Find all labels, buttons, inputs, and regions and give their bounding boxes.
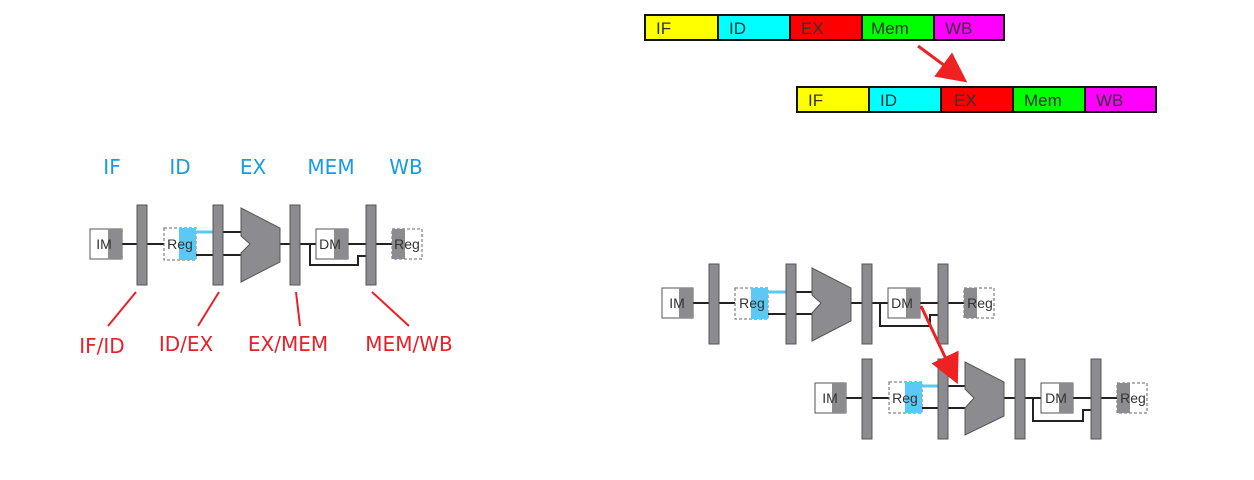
svg-text:DM: DM	[891, 295, 913, 311]
register-file: Reg	[163, 227, 213, 261]
svg-text:Reg: Reg	[394, 236, 420, 252]
register-file: Reg	[734, 287, 786, 320]
instruction-memory: IM	[89, 228, 123, 260]
svg-text:WB: WB	[1096, 91, 1123, 110]
data-memory: DM	[887, 287, 921, 319]
register-file-writeback: Reg	[391, 228, 423, 260]
pipeline-register-if-id	[708, 263, 720, 345]
svg-text:IM: IM	[822, 390, 838, 406]
svg-text:ID: ID	[729, 19, 746, 38]
svg-text:IM: IM	[96, 236, 112, 252]
svg-text:Reg: Reg	[739, 295, 765, 311]
timing-row-1: IF ID EX Mem WB	[644, 14, 1005, 41]
svg-text:EX: EX	[801, 19, 824, 38]
alu	[964, 361, 1005, 436]
svg-text:Reg: Reg	[892, 390, 918, 406]
timing-cell-wb	[1084, 86, 1157, 113]
svg-text:Mem: Mem	[871, 19, 909, 38]
datapath-forwarding-arrow	[919, 305, 959, 385]
data-memory: DM	[315, 228, 349, 260]
pipeline-register-id-ex	[212, 204, 224, 286]
svg-text:IF: IF	[808, 91, 823, 110]
forwarding-pipeline-lower: IM Reg DM Reg	[814, 358, 1148, 440]
svg-text:Mem: Mem	[1024, 91, 1062, 110]
pipeline-register-mem-wb	[937, 263, 949, 345]
stage-label-wb: WB	[389, 155, 423, 179]
pipeline-register-ex-mem	[1014, 358, 1026, 440]
svg-text:ID: ID	[880, 91, 897, 110]
alu	[240, 207, 281, 283]
register-file: Reg	[888, 381, 938, 414]
pipeline-register-ex-mem	[289, 204, 301, 286]
pipeline-register-if-id	[136, 204, 148, 286]
timing-cell-id	[868, 86, 942, 113]
forwarding-pipeline-upper: IM Reg DM Reg	[661, 263, 995, 345]
data-memory: DM	[1040, 382, 1074, 414]
stage-label-id: ID	[169, 155, 190, 179]
pipeline-register-mem-wb	[365, 204, 377, 286]
svg-text:Reg: Reg	[1120, 390, 1146, 406]
timing-cell-id	[717, 14, 791, 41]
pipeline-register-ex-mem	[861, 263, 873, 345]
svg-text:Reg: Reg	[967, 295, 993, 311]
reg-label-id-ex: ID/EX	[159, 332, 214, 356]
stage-label-ex: EX	[240, 155, 267, 179]
timing-cell-ex	[789, 14, 863, 41]
pipeline-register-mem-wb	[1090, 358, 1102, 440]
instruction-memory: IM	[661, 287, 694, 319]
timing-cell-wb	[933, 14, 1005, 41]
timing-forwarding-arrow	[917, 44, 968, 83]
svg-text:WB: WB	[945, 19, 972, 38]
timing-cell-mem	[1012, 86, 1086, 113]
timing-row-2: IF ID EX Mem WB	[796, 86, 1157, 113]
instruction-memory: IM	[814, 382, 847, 414]
svg-text:IF: IF	[656, 19, 671, 38]
timing-cell-mem	[861, 14, 935, 41]
timing-cell-if	[796, 86, 870, 113]
reg-label-if-id: IF/ID	[79, 334, 124, 358]
register-file-writeback: Reg	[1116, 382, 1148, 414]
pipeline-register-id-ex	[785, 263, 797, 345]
svg-text:IM: IM	[669, 295, 685, 311]
svg-text:Reg: Reg	[167, 236, 193, 252]
stage-label-mem: MEM	[307, 155, 354, 179]
timing-cell-ex	[940, 86, 1014, 113]
alu	[811, 267, 852, 342]
register-file-writeback: Reg	[963, 287, 995, 319]
pipeline-register-id-ex	[937, 358, 949, 440]
reg-label-mem-wb: MEM/WB	[365, 332, 452, 356]
pipeline-register-if-id	[861, 358, 873, 440]
stage-label-if: IF	[103, 155, 120, 179]
register-pointer-lines	[107, 291, 410, 327]
svg-text:DM: DM	[319, 236, 341, 252]
svg-text:EX: EX	[954, 91, 977, 110]
labeled-pipeline: IF ID EX MEM WB IM	[79, 155, 452, 358]
reg-label-ex-mem: EX/MEM	[248, 332, 328, 356]
svg-text:DM: DM	[1045, 390, 1067, 406]
